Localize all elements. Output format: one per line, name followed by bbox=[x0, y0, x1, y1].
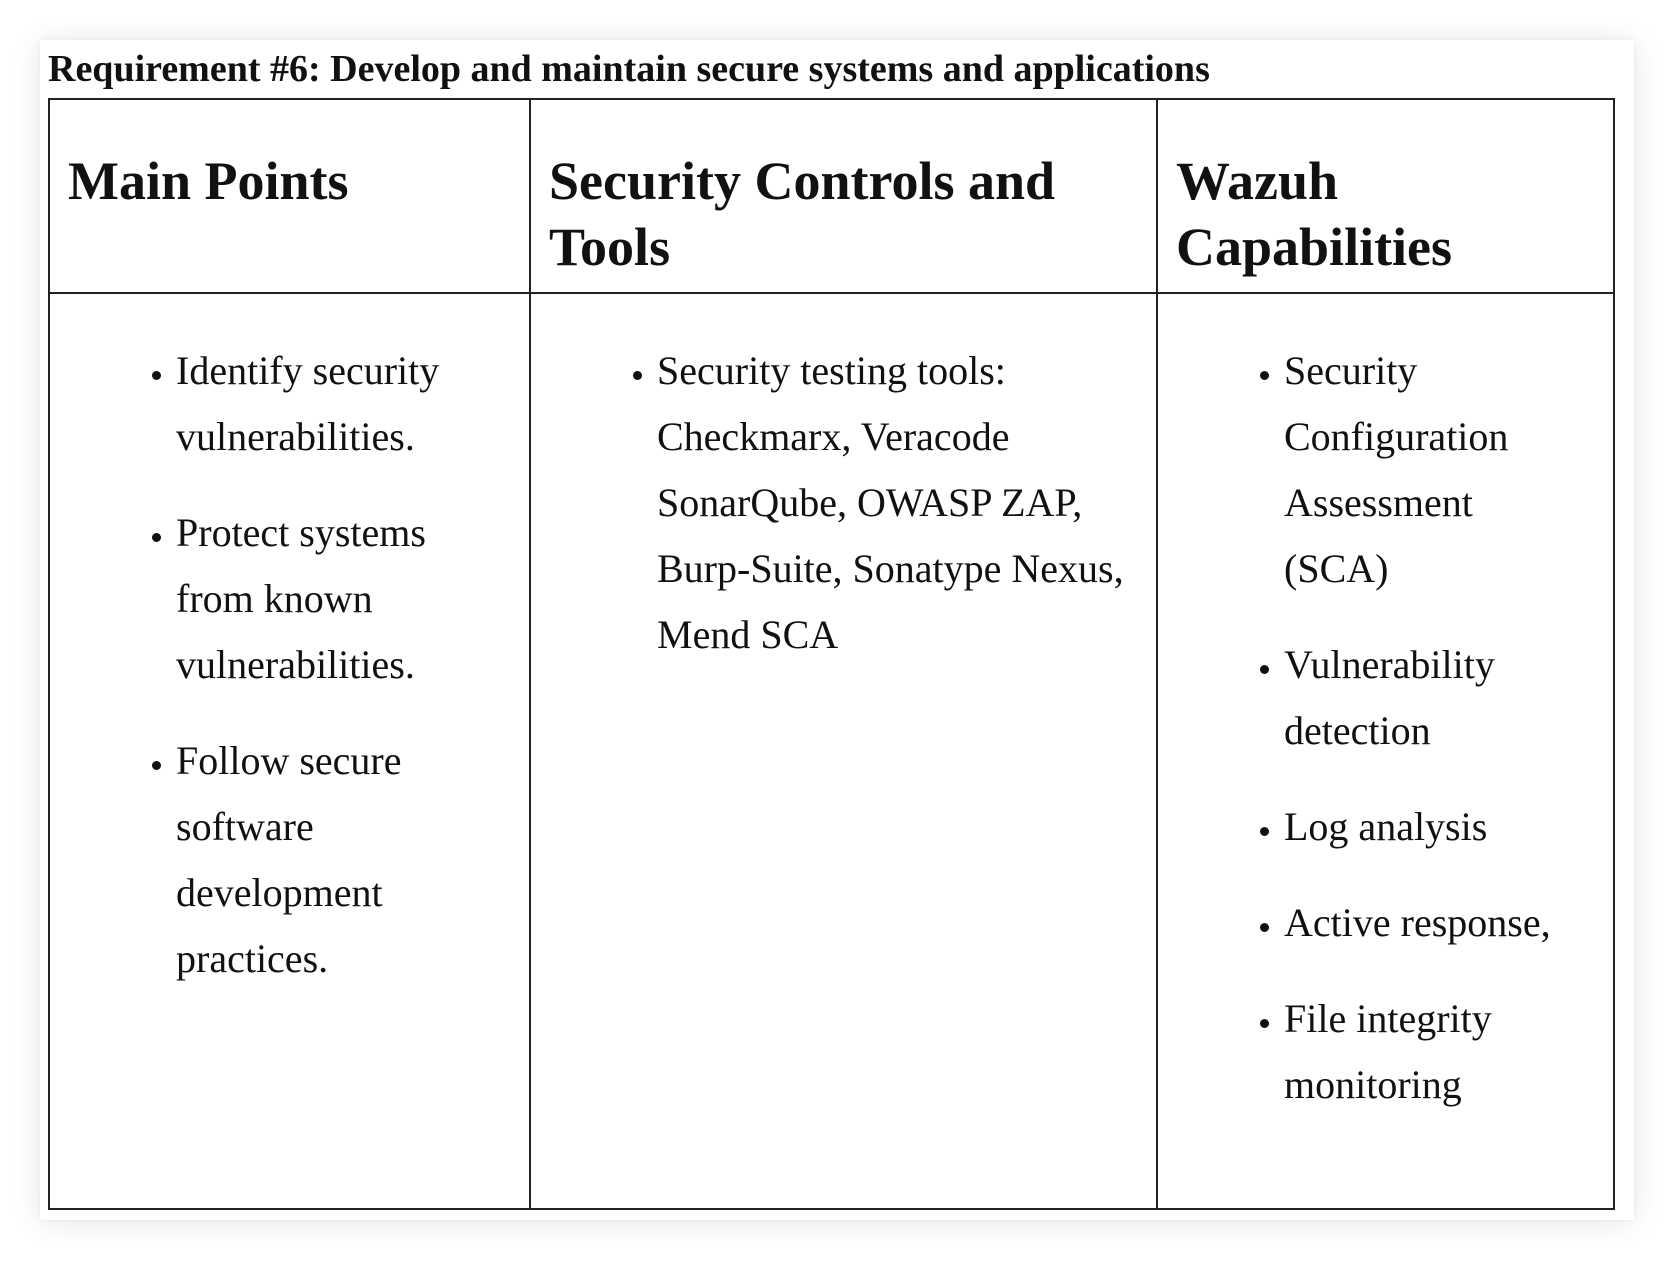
item-line: File integrity bbox=[1284, 996, 1492, 1041]
item-line: Mend SCA bbox=[657, 612, 839, 657]
security-controls-list: Security testing tools: Checkmarx, Verac… bbox=[531, 338, 1142, 668]
item-line: Identify security bbox=[176, 348, 440, 393]
item-line: monitoring bbox=[1284, 1062, 1462, 1107]
header-line: Security Controls and bbox=[549, 151, 1056, 211]
item-line: Checkmarx, Veracode bbox=[657, 414, 1010, 459]
item-line: Security testing tools: bbox=[657, 348, 1006, 393]
content-row: Identify security vulnerabilities. Prote… bbox=[48, 292, 1615, 1210]
header-line: Main Points bbox=[68, 151, 349, 211]
main-points-cell: Identify security vulnerabilities. Prote… bbox=[48, 292, 531, 1210]
item-line: Active response, bbox=[1284, 900, 1551, 945]
document-card: Requirement #6: Develop and maintain sec… bbox=[40, 40, 1634, 1220]
item-line: Security bbox=[1284, 348, 1418, 393]
item-line: vulnerabilities. bbox=[176, 414, 415, 459]
item-line: SonarQube, OWASP ZAP, bbox=[657, 480, 1083, 525]
list-item: Protect systems from known vulnerabiliti… bbox=[176, 500, 515, 698]
item-line: practices. bbox=[176, 936, 329, 981]
item-line: Assessment bbox=[1284, 480, 1473, 525]
requirement-table: Main Points Security Controls and Tools … bbox=[48, 98, 1615, 1210]
item-line: Follow secure bbox=[176, 738, 402, 783]
item-line: Configuration bbox=[1284, 414, 1509, 459]
list-item: Identify security vulnerabilities. bbox=[176, 338, 515, 470]
header-line: Capabilities bbox=[1176, 217, 1453, 277]
wazuh-capabilities-cell: Security Configuration Assessment (SCA) … bbox=[1156, 292, 1615, 1210]
item-line: (SCA) bbox=[1284, 546, 1389, 591]
header-line: Wazuh bbox=[1176, 151, 1339, 211]
header-security-controls: Security Controls and Tools bbox=[529, 98, 1158, 294]
item-line: Log analysis bbox=[1284, 804, 1488, 849]
item-line: development bbox=[176, 870, 383, 915]
item-line: Protect systems bbox=[176, 510, 426, 555]
list-item: Vulnerability detection bbox=[1284, 632, 1599, 764]
list-item: File integrity monitoring bbox=[1284, 986, 1599, 1118]
header-main-points: Main Points bbox=[48, 98, 531, 294]
list-item: Active response, bbox=[1284, 890, 1599, 956]
main-points-list: Identify security vulnerabilities. Prote… bbox=[50, 338, 515, 992]
item-line: detection bbox=[1284, 708, 1431, 753]
header-row: Main Points Security Controls and Tools … bbox=[48, 98, 1615, 294]
item-line: vulnerabilities. bbox=[176, 642, 415, 687]
list-item: Security testing tools: Checkmarx, Verac… bbox=[657, 338, 1142, 668]
security-controls-cell: Security testing tools: Checkmarx, Verac… bbox=[529, 292, 1158, 1210]
item-line: Vulnerability bbox=[1284, 642, 1495, 687]
list-item: Follow secure software development pract… bbox=[176, 728, 515, 992]
list-item: Log analysis bbox=[1284, 794, 1599, 860]
item-line: software bbox=[176, 804, 314, 849]
item-line: Burp-Suite, Sonatype Nexus, bbox=[657, 546, 1124, 591]
item-line: from known bbox=[176, 576, 373, 621]
list-item: Security Configuration Assessment (SCA) bbox=[1284, 338, 1599, 602]
header-wazuh-capabilities: Wazuh Capabilities bbox=[1156, 98, 1615, 294]
requirement-title: Requirement #6: Develop and maintain sec… bbox=[48, 48, 1210, 90]
wazuh-capabilities-list: Security Configuration Assessment (SCA) … bbox=[1158, 338, 1599, 1118]
header-line: Tools bbox=[549, 217, 671, 277]
